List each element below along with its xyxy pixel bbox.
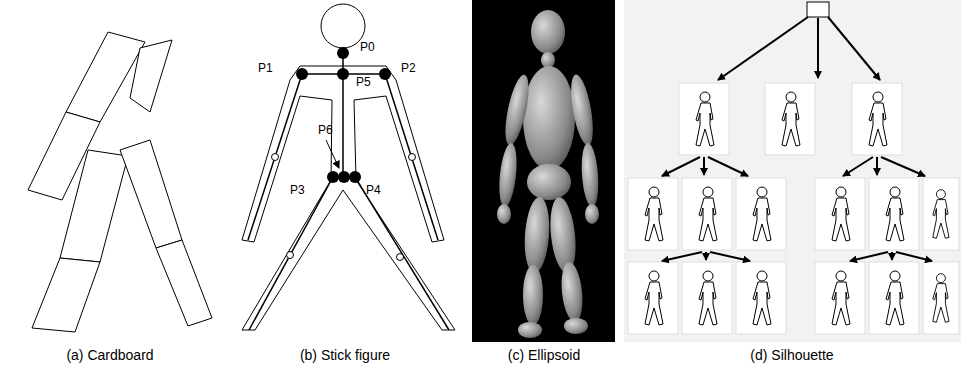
panel-caption: (d) Silhouette xyxy=(750,348,833,363)
panel-caption: (c) Ellipsoid xyxy=(508,348,580,363)
silhouette-tree xyxy=(628,2,959,334)
ellipsoid-model xyxy=(497,10,601,338)
joint-dots xyxy=(296,47,391,183)
point-label: P1 xyxy=(258,62,273,75)
ellipsoid-background xyxy=(472,0,615,342)
panel-caption: (a) Cardboard xyxy=(66,348,153,363)
point-label: P4 xyxy=(366,184,381,197)
point-label: P3 xyxy=(290,184,305,197)
stick-figure xyxy=(242,4,455,330)
panel-caption: (b) Stick figure xyxy=(300,348,390,363)
point-label: P2 xyxy=(401,62,416,75)
cardboard-model xyxy=(28,32,212,332)
point-label: P0 xyxy=(360,41,375,54)
point-label: P5 xyxy=(356,76,371,89)
point-label: P6 xyxy=(318,124,333,137)
silhouette-background xyxy=(624,0,961,342)
